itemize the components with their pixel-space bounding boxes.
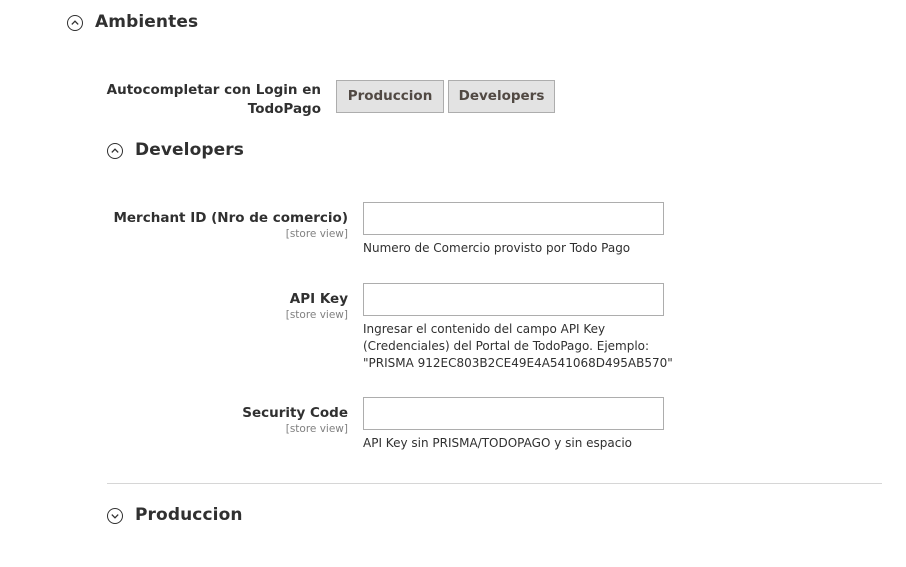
api-key-scope: [store view]: [285, 309, 348, 321]
merchant-id-note: Numero de Comercio provisto por Todo Pag…: [363, 241, 631, 255]
section-header-produccion[interactable]: Produccion: [106, 504, 246, 528]
merchant-id-input[interactable]: [363, 202, 664, 235]
api-key-input[interactable]: [363, 283, 664, 316]
autocomplete-label-line2: TodoPago: [247, 101, 321, 117]
section-header-ambientes[interactable]: Ambientes: [66, 11, 199, 35]
merchant-id-label: Merchant ID (Nro de comercio): [113, 210, 348, 226]
api-key-note-line2: (Credenciales) del Portal de TodoPago. E…: [363, 339, 650, 353]
autocomplete-label: Autocompletar con Login en TodoPago: [107, 81, 321, 119]
autocomplete-developers-button[interactable]: Developers: [448, 80, 555, 113]
section-title-ambientes: Ambientes: [95, 12, 199, 32]
security-code-scope: [store view]: [285, 423, 348, 435]
merchant-id-scope: [store view]: [285, 228, 348, 240]
api-key-note-line3: "PRISMA 912EC803B2CE49E4A541068D495AB570…: [363, 356, 673, 370]
api-key-label: API Key: [289, 291, 348, 307]
api-key-note-line1: Ingresar el contenido del campo API Key: [363, 322, 606, 336]
section-header-developers[interactable]: Developers: [106, 139, 246, 163]
security-code-note: API Key sin PRISMA/TODOPAGO y sin espaci…: [363, 436, 632, 450]
chevron-up-circle-icon: [107, 143, 123, 159]
section-title-produccion: Produccion: [135, 505, 243, 525]
api-key-note: Ingresar el contenido del campo API Key …: [363, 321, 673, 372]
chevron-up-circle-icon: [67, 15, 83, 31]
security-code-input[interactable]: [363, 397, 664, 430]
autocomplete-label-line1: Autocompletar con Login en: [106, 82, 321, 98]
autocomplete-produccion-button[interactable]: Produccion: [336, 80, 444, 113]
section-title-developers: Developers: [135, 140, 244, 160]
security-code-label: Security Code: [242, 405, 348, 421]
section-divider: [107, 483, 882, 484]
chevron-down-circle-icon: [107, 508, 123, 524]
